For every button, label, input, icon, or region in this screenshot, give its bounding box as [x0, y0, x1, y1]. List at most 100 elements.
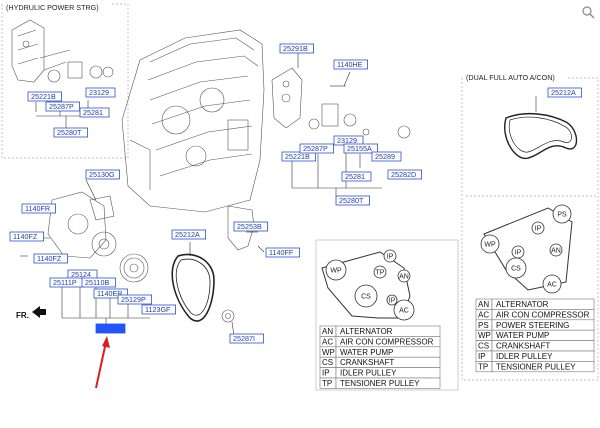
svg-text:CRANKSHAFT: CRANKSHAFT — [340, 358, 394, 367]
svg-text:CS: CS — [511, 266, 521, 273]
dual-belt-drawing — [504, 112, 578, 159]
legend-row-wp: WP WATER PUMP — [475, 329, 595, 341]
part-labels: 25291B1140HE25221B25287P231292528125280T… — [9, 43, 582, 344]
svg-text:IP: IP — [535, 226, 542, 233]
svg-text:25287P: 25287P — [303, 144, 328, 153]
part-label-25287p[interactable]: 25287P — [299, 143, 334, 154]
svg-text:25221B: 25221B — [285, 152, 310, 161]
svg-text:WP: WP — [478, 331, 491, 340]
part-label-25289[interactable]: 25289 — [371, 151, 402, 162]
part-label-25287i[interactable]: 25287I — [229, 333, 264, 344]
part-label-25100[interactable]: 25100 — [95, 323, 126, 334]
svg-text:AC: AC — [547, 282, 557, 289]
svg-text:25291B: 25291B — [283, 44, 308, 53]
part-label-1140er[interactable]: 1140ER — [93, 288, 128, 299]
crank-pulley-drawing — [119, 253, 149, 283]
svg-text:IP: IP — [515, 250, 522, 257]
engine-block-drawing — [121, 29, 265, 213]
part-label-25212a[interactable]: 25212A — [171, 229, 206, 240]
svg-text:PS: PS — [557, 212, 567, 219]
front-direction-indicator: FR. — [16, 306, 46, 320]
pulley-tp: TP — [373, 265, 387, 279]
part-label-25281[interactable]: 25281 — [341, 171, 372, 182]
svg-text:TENSIONER PULLEY: TENSIONER PULLEY — [496, 362, 576, 371]
svg-text:25280T: 25280T — [339, 196, 364, 205]
part-label-1140fr[interactable]: 1140FR — [21, 203, 56, 214]
svg-text:25111P: 25111P — [53, 278, 77, 287]
svg-text:AIR CON COMPRESSOR: AIR CON COMPRESSOR — [340, 337, 434, 346]
part-label-25212a[interactable]: 25212A — [547, 87, 582, 98]
part-label-1140fz[interactable]: 1140FZ — [9, 231, 44, 242]
svg-text:25287I: 25287I — [233, 334, 255, 343]
svg-text:PS: PS — [478, 321, 489, 330]
svg-text:25289: 25289 — [375, 152, 395, 161]
svg-text:IP: IP — [387, 254, 394, 261]
svg-text:1140FF: 1140FF — [269, 248, 294, 257]
svg-text:ALTERNATOR: ALTERNATOR — [340, 327, 393, 336]
part-label-25280t[interactable]: 25280T — [53, 127, 88, 138]
svg-text:WP: WP — [330, 268, 342, 275]
svg-text:25110B: 25110B — [85, 278, 109, 287]
pulley-ac: AC — [542, 274, 562, 294]
svg-text:25124: 25124 — [71, 270, 91, 279]
svg-text:25281: 25281 — [345, 172, 365, 181]
svg-text:AN: AN — [478, 300, 489, 309]
part-label-25253b[interactable]: 25253B — [233, 221, 268, 232]
pulley-ps: PS — [552, 204, 572, 224]
frame-hydraulic: (HYDRULIC POWER STRG) — [1, 3, 129, 159]
svg-text:AN: AN — [551, 248, 561, 255]
part-label-25155a[interactable]: 25155A — [343, 143, 378, 154]
svg-text:AIR CON COMPRESSOR: AIR CON COMPRESSOR — [496, 310, 590, 319]
legend-row-cs: CS CRANKSHAFT — [319, 356, 441, 368]
svg-text:25212A: 25212A — [175, 230, 200, 239]
svg-text:CS: CS — [322, 358, 333, 367]
part-label-25110b[interactable]: 25110B — [81, 277, 116, 288]
part-label-25291b[interactable]: 25291B — [279, 43, 314, 54]
part-label-1140he[interactable]: 1140HE — [333, 59, 368, 70]
svg-text:1140FZ: 1140FZ — [13, 232, 38, 241]
svg-text:1140ER: 1140ER — [97, 289, 122, 298]
svg-text:1140HE: 1140HE — [337, 60, 363, 69]
part-label-25281[interactable]: 25281 — [79, 107, 110, 118]
part-label-25221b[interactable]: 25221B — [27, 91, 62, 102]
leader-lines — [30, 52, 537, 337]
svg-text:WP: WP — [322, 348, 335, 357]
part-label-1140ff[interactable]: 1140FF — [265, 247, 300, 258]
part-label-1140fz[interactable]: 1140FZ — [33, 253, 68, 264]
part-label-25221b[interactable]: 25221B — [281, 151, 316, 162]
search-icon[interactable] — [582, 6, 595, 19]
pulley-ac: AC — [393, 299, 415, 321]
svg-text:25280T: 25280T — [57, 128, 82, 137]
svg-text:WATER PUMP: WATER PUMP — [496, 331, 549, 340]
tensioner-assembly-drawing — [271, 67, 411, 139]
part-label-1123gf[interactable]: 1123GF — [141, 304, 176, 315]
part-label-25129p[interactable]: 25129P — [117, 294, 152, 305]
part-label-23129[interactable]: 23129 — [85, 87, 116, 98]
svg-text:CRANKSHAFT: CRANKSHAFT — [496, 342, 550, 351]
svg-text:AN: AN — [399, 274, 409, 281]
part-label-25287p[interactable]: 25287P — [45, 101, 80, 112]
part-label-25111p[interactable]: 25111P — [49, 277, 84, 288]
svg-text:AN: AN — [322, 327, 333, 336]
svg-text:25253B: 25253B — [237, 222, 262, 231]
caption-hydraulic: (HYDRULIC POWER STRG) — [6, 3, 99, 12]
part-label-25130g[interactable]: 25130G — [85, 169, 120, 180]
svg-text:IDLER PULLEY: IDLER PULLEY — [340, 369, 397, 378]
svg-text:IP: IP — [389, 298, 396, 305]
svg-text:25281: 25281 — [83, 108, 103, 117]
part-label-25282d[interactable]: 25282D — [387, 169, 422, 180]
pulley-cs: CS — [505, 257, 527, 279]
part-label-25280t[interactable]: 25280T — [335, 195, 370, 206]
svg-text:23129: 23129 — [337, 136, 357, 145]
pulley-ip: IP — [386, 294, 398, 306]
